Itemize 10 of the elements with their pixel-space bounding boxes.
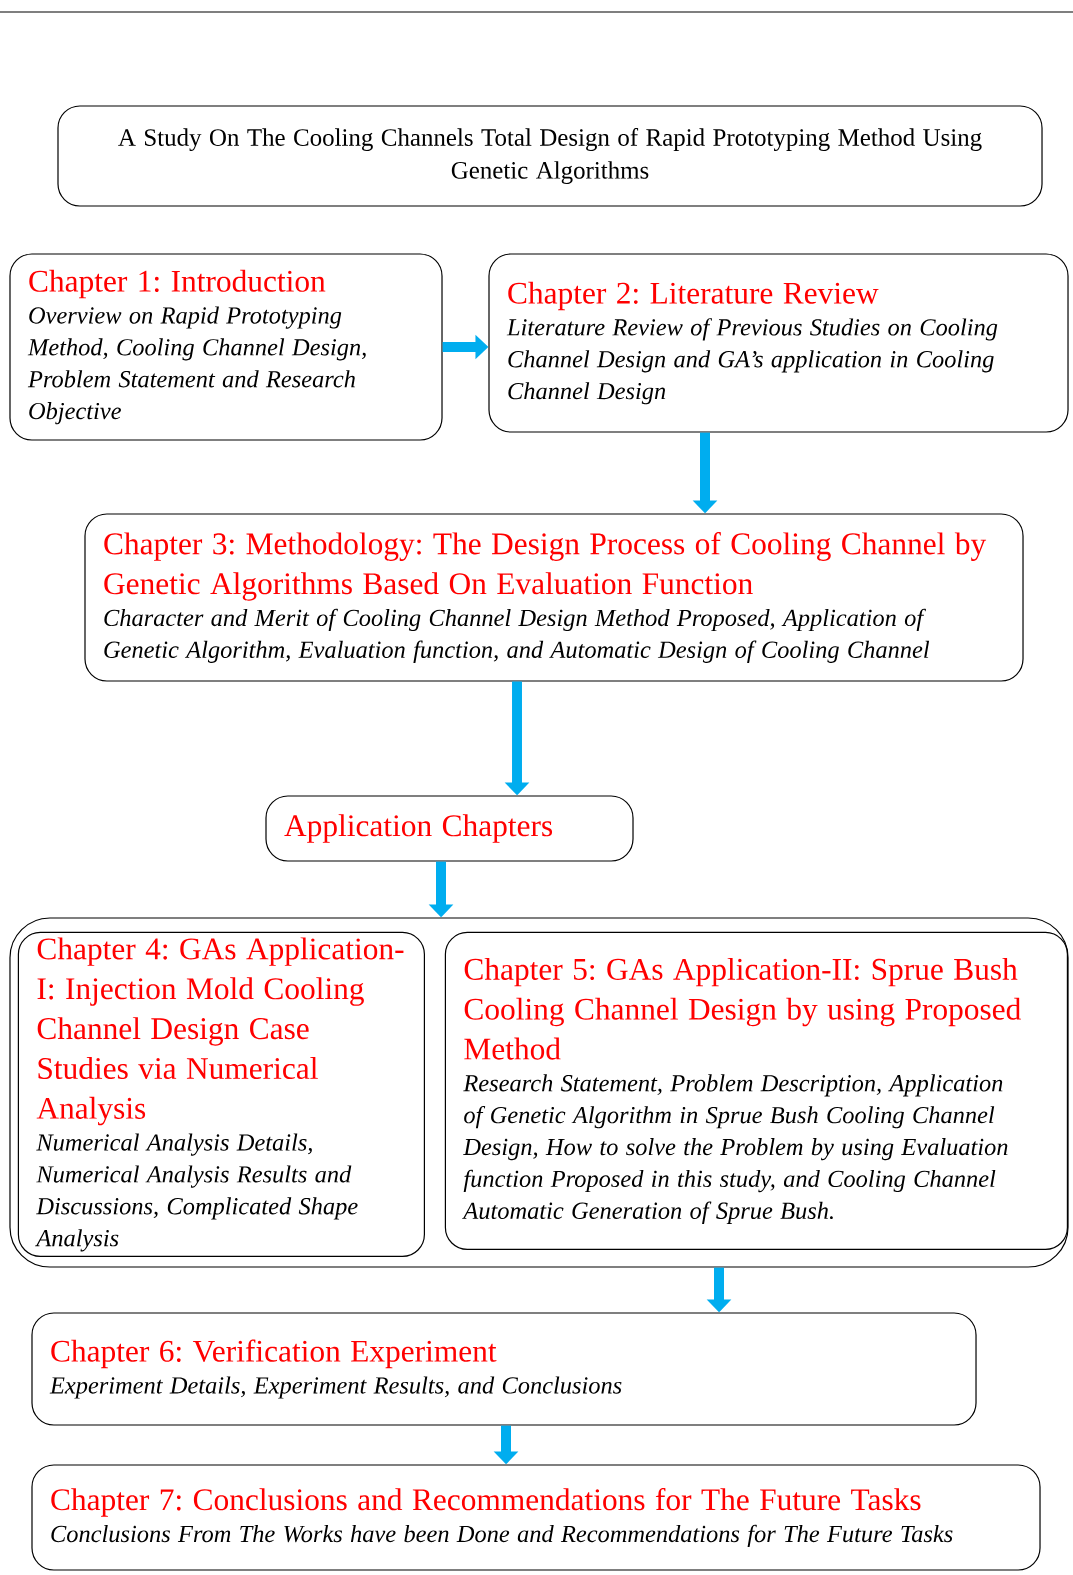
chapter-box: Application Chapters bbox=[265, 795, 634, 862]
chapter-box: Chapter 3: Methodology: The Design Process of Cooling Channel by Genetic Algorithms Based On Evaluation Function Character and Merit of Cooling Channel Design Method Proposed, Application of Genetic Algorithm, Evaluation function, and Automatic Design of Cooling Channel bbox=[84, 513, 1024, 682]
chapter-box: Chapter 7: Conclusions and Recommendations for The Future Tasks Conclusions From The Works have been Done and Recommendations for The Future Tasks bbox=[31, 1464, 1041, 1571]
group-frame bbox=[9, 917, 1069, 1268]
chapter-box: Chapter 6: Verification Experiment Experiment Details, Experiment Results, and Conclusions bbox=[31, 1312, 977, 1426]
title-box: A Study On The Cooling Channels Total Design of Rapid Prototyping Method Using Genetic Algorithms bbox=[57, 105, 1043, 207]
chapter-box: Chapter 1: Introduction Overview on Rapid Prototyping Method, Cooling Channel Design, Problem Statement and Research Objective bbox=[9, 253, 443, 441]
chapter-box: Chapter 5: GAs Application-II: Sprue Bush Cooling Channel Design by using Proposed Method Research Statement, Problem Description, Application of Genetic Algorithm in Sprue Bush Cooling Channel Design, How to solve the Problem by using Evaluation function Proposed in this study, and Cooling Channel Automatic Generation of Sprue Bush. bbox=[444, 931, 1068, 1250]
chapter-box: Chapter 2: Literature Review Literature Review of Previous Studies on Cooling Channel Design and GA’s application in Cooling Channel Design bbox=[488, 253, 1069, 433]
chapter-box: Chapter 4: GAs Application-I: Injection Mold Cooling Channel Design Case Studies via Numerical Analysis Numerical Analysis Details, Numerical Analysis Results and Discussions, Complicated Shape Analysis bbox=[17, 931, 425, 1257]
